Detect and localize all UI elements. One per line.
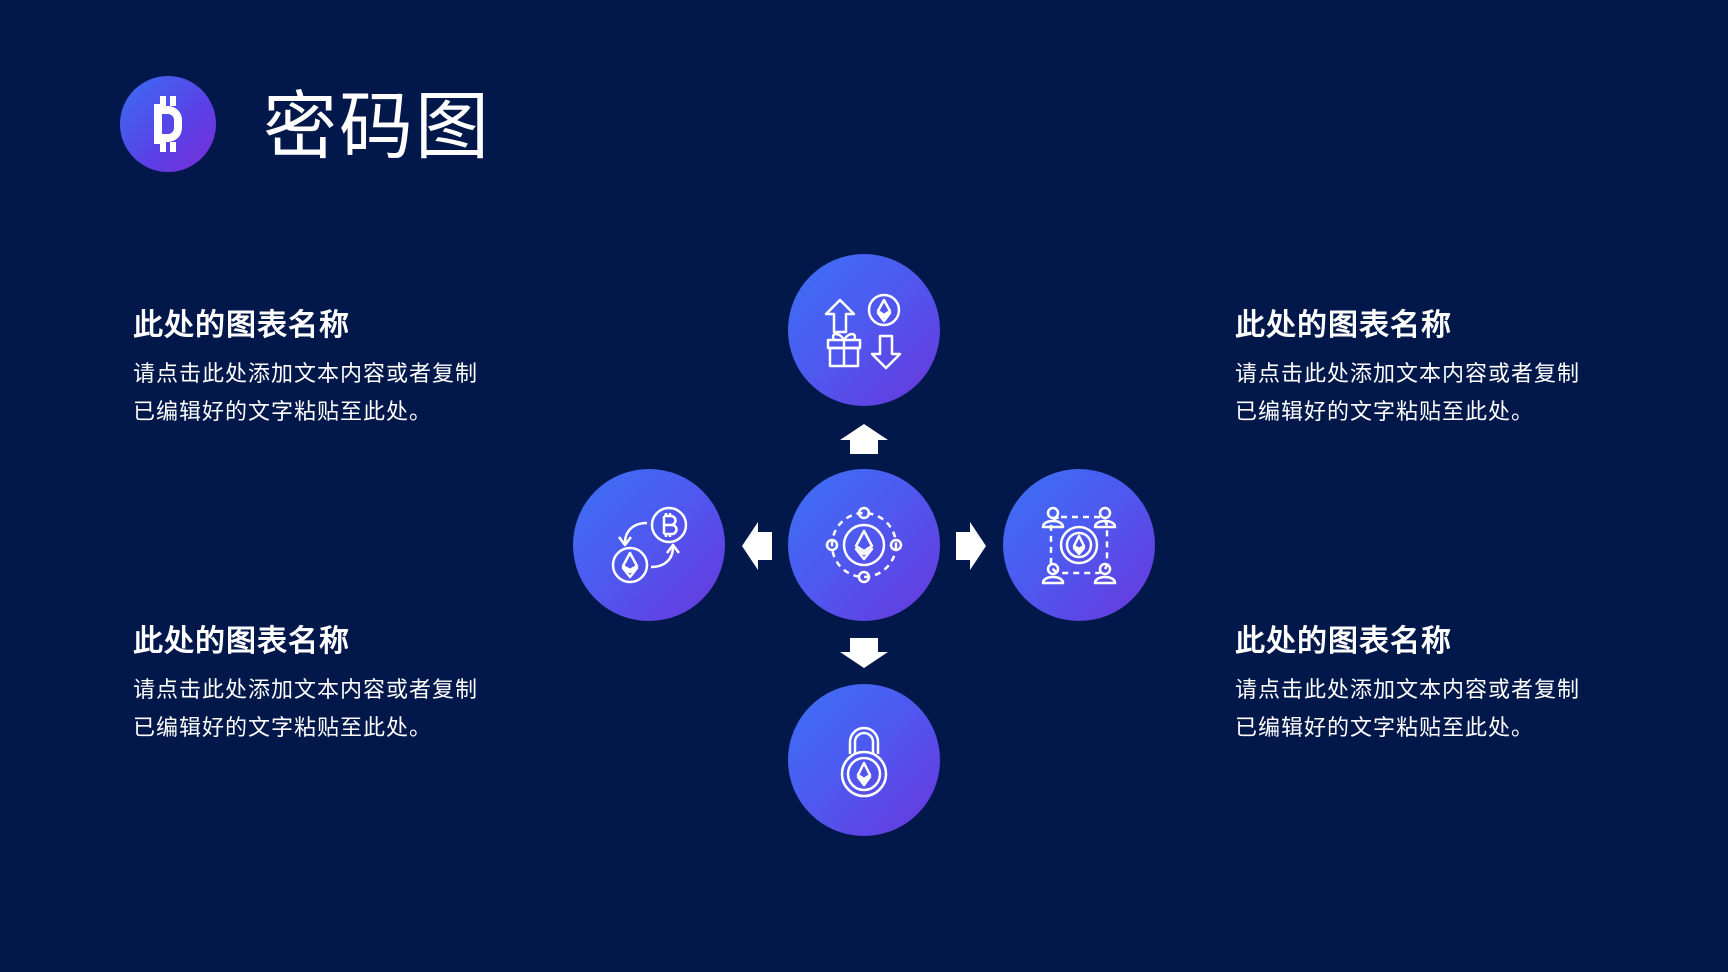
bitcoin-ethereum-swap-icon [611,506,688,584]
block-heading: 此处的图表名称 [133,308,350,343]
block-description: 请点击此处添加文本内容或者复制已编辑好的文字粘贴至此处。 [1235,362,1581,425]
node-center [788,469,940,621]
arrow-down-icon [840,638,888,668]
block-heading: 此处的图表名称 [1235,624,1452,659]
text-block-top-right: 此处的图表名称 请点击此处添加文本内容或者复制已编辑好的文字粘贴至此处。 [1235,306,1615,432]
arrow-up-icon [840,424,888,454]
ethereum-users-network-icon [1041,506,1117,585]
node-top [788,254,940,406]
block-description: 请点击此处添加文本内容或者复制已编辑好的文字粘贴至此处。 [133,362,479,425]
node-right [1003,469,1155,621]
arrow-left-icon [742,522,772,570]
block-description: 请点击此处添加文本内容或者复制已编辑好的文字粘贴至此处。 [133,678,479,741]
page-title: 密码图 [263,84,491,170]
arrow-right-icon [956,522,986,570]
node-bottom [788,684,940,836]
exchange-gift-icon [824,293,902,370]
text-block-bottom-left: 此处的图表名称 请点击此处添加文本内容或者复制已编辑好的文字粘贴至此处。 [133,622,513,748]
ethereum-lock-icon [840,726,888,798]
block-heading: 此处的图表名称 [1235,308,1452,343]
text-block-bottom-right: 此处的图表名称 请点击此处添加文本内容或者复制已编辑好的文字粘贴至此处。 [1235,622,1615,748]
crypto-coin-icon [120,76,216,172]
text-block-top-left: 此处的图表名称 请点击此处添加文本内容或者复制已编辑好的文字粘贴至此处。 [133,306,513,432]
node-left [573,469,725,621]
ethereum-network-icon [825,506,903,584]
block-heading: 此处的图表名称 [133,624,350,659]
block-description: 请点击此处添加文本内容或者复制已编辑好的文字粘贴至此处。 [1235,678,1581,741]
